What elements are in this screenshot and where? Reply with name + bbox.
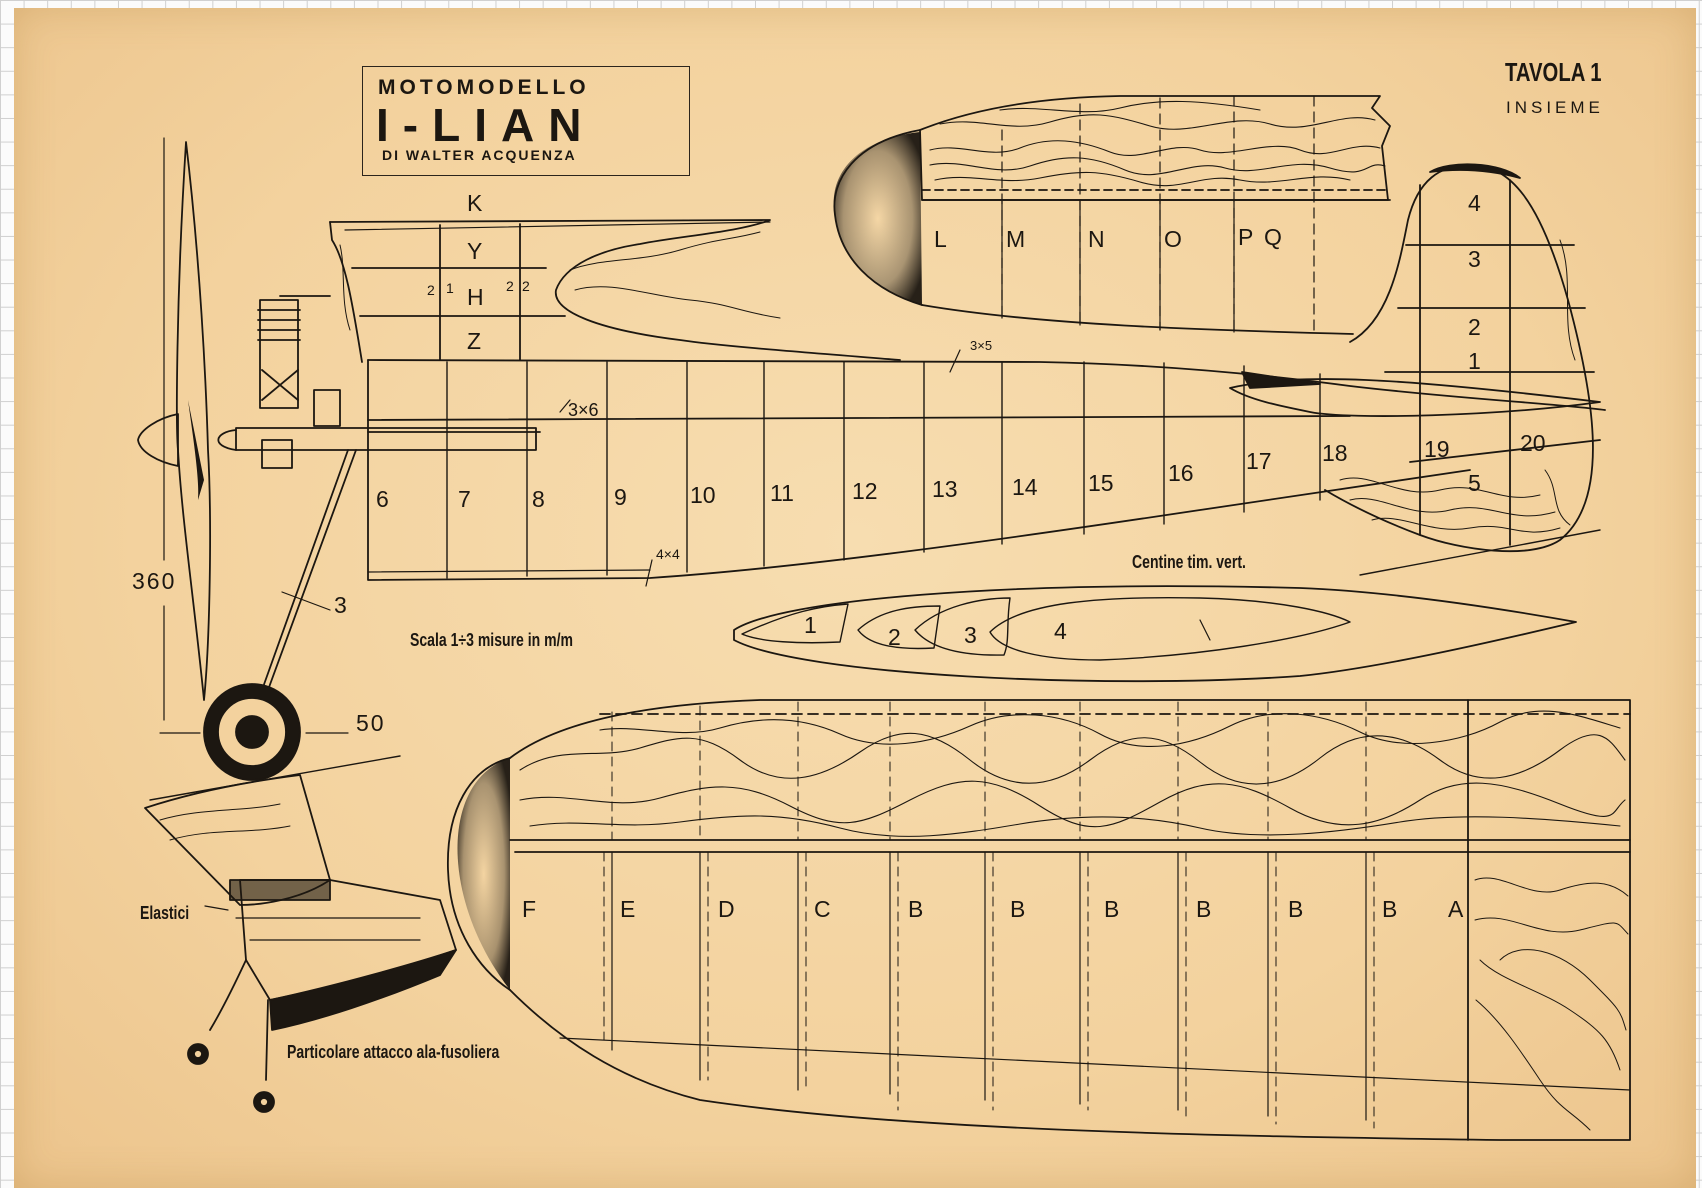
- wing-rib-f: F: [522, 896, 537, 922]
- fuselage-frame-8: 8: [532, 486, 545, 512]
- wing-rib-b-3: B: [1104, 896, 1120, 922]
- cabin-mark-1: 2: [427, 282, 435, 298]
- fuselage-frame-11: 11: [770, 480, 794, 506]
- title-author: DI WALTER ACQUENZA: [382, 147, 577, 163]
- fin-profile-2: 2: [888, 624, 901, 650]
- fin-rudder: [1324, 163, 1601, 553]
- stab-rib-l: L: [934, 226, 947, 252]
- stab-rib-n: N: [1088, 226, 1105, 252]
- wheel-dimension: 50: [356, 710, 386, 736]
- spar-dimension-2: 3×5: [970, 338, 993, 353]
- fuselage-frame-13: 13: [932, 476, 958, 502]
- cabin-mark-3: 2: [506, 278, 514, 294]
- wing-rib-b-1: B: [908, 896, 924, 922]
- wing-rib-b-4: B: [1196, 896, 1212, 922]
- fuselage-frame-19: 19: [1424, 436, 1450, 462]
- wheel: [203, 683, 301, 781]
- fuselage-frame-14: 14: [1012, 474, 1038, 500]
- fin-rib-4: 4: [1468, 190, 1481, 216]
- fuselage-frame-17: 17: [1246, 448, 1272, 474]
- wing-rib-d: D: [718, 896, 735, 922]
- title-box: [362, 66, 690, 176]
- stabilizer: [833, 95, 1391, 335]
- fuselage-frame-9: 9: [614, 484, 627, 510]
- fuselage-frame-7: 7: [458, 486, 471, 512]
- cabin-pylon: [329, 219, 901, 363]
- stab-tip-shading: [833, 132, 922, 305]
- rubber-bands-caption: Elastici: [140, 903, 190, 923]
- cabin-mark-4: 2: [522, 278, 530, 294]
- wing-rib-c: C: [814, 896, 831, 922]
- stab-rib-p: P: [1238, 224, 1254, 250]
- spar-dimension-3: 4×4: [656, 546, 680, 562]
- fuselage-frame-20: 20: [1520, 430, 1546, 456]
- fuselage: [137, 137, 1606, 781]
- wing-tip-shading: [457, 758, 510, 990]
- wing-rib-b-2: B: [1010, 896, 1026, 922]
- wing-rib-a: A: [1448, 896, 1464, 922]
- scale-caption: Scala 1÷3 misure in m/m: [410, 630, 574, 650]
- engine: [257, 295, 341, 469]
- stab-rib-o: O: [1164, 226, 1182, 252]
- leg-wire-dimension: 3: [334, 592, 347, 618]
- fin-profile-3: 3: [964, 622, 977, 648]
- propeller-dimension: 360: [132, 568, 177, 594]
- sheet-number: TAVOLA 1: [1505, 57, 1602, 87]
- fuselage-frame-12: 12: [852, 478, 878, 504]
- fuselage-frame-6: 6: [376, 486, 389, 512]
- fuselage-frame-16: 16: [1168, 460, 1194, 486]
- fin-rib-5: 5: [1468, 470, 1481, 496]
- spar-dimension-1: 3×6: [568, 400, 599, 420]
- wing: [447, 699, 1631, 1141]
- stab-rib-m: M: [1006, 226, 1026, 252]
- fuselage-frame-10: 10: [690, 482, 716, 508]
- wing-attachment-detail: [144, 774, 457, 1113]
- title-line-1: MOTOMODELLO: [378, 76, 590, 99]
- fin-profile-1: 1: [804, 612, 817, 638]
- fin-rib-profiles: [733, 585, 1577, 683]
- fin-rib-1: 1: [1468, 348, 1481, 374]
- cabin-mark-2: 1: [446, 280, 454, 296]
- sheet-subtitle: INSIEME: [1506, 98, 1604, 117]
- fin-rib-2: 2: [1468, 314, 1481, 340]
- wing-rib-b-5: B: [1288, 896, 1304, 922]
- fin-ribs-caption: Centine tim. vert.: [1132, 552, 1246, 572]
- cabin-frame-k: K: [467, 190, 483, 216]
- cabin-frame-h: H: [467, 284, 484, 310]
- cabin-frame-z: Z: [467, 328, 482, 354]
- wing-rib-e: E: [620, 896, 636, 922]
- fin-rib-3: 3: [1468, 246, 1481, 272]
- stab-rib-q: Q: [1264, 224, 1282, 250]
- fuselage-frame-15: 15: [1088, 470, 1114, 496]
- title-model-name: I-LIAN: [376, 99, 596, 151]
- cabin-frame-y: Y: [467, 238, 483, 264]
- fuselage-frame-18: 18: [1322, 440, 1348, 466]
- wing-attachment-caption: Particolare attacco ala-fusoliera: [287, 1042, 500, 1062]
- fin-profile-4: 4: [1054, 618, 1067, 644]
- wing-rib-b-6: B: [1382, 896, 1398, 922]
